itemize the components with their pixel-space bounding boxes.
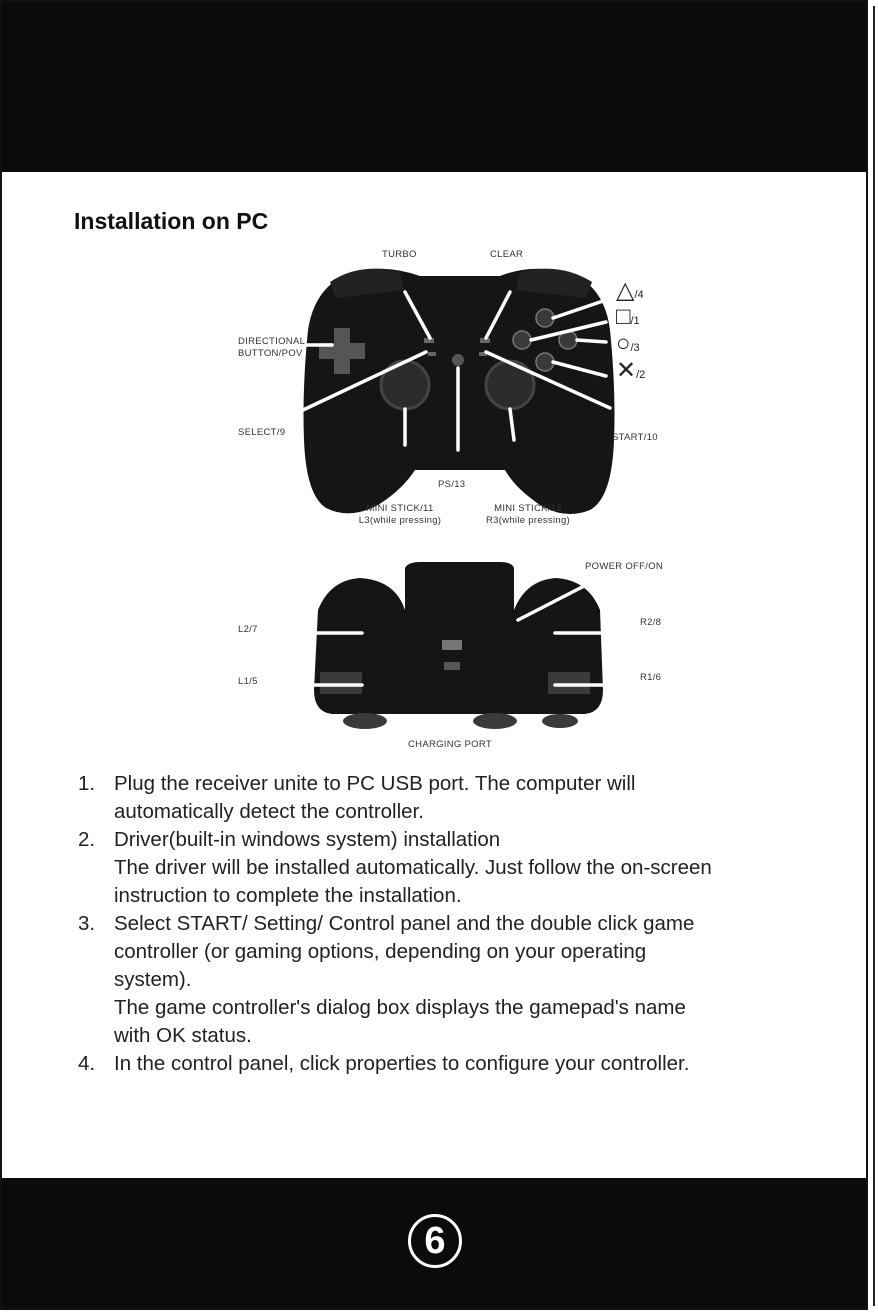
face-button-triangle-label: △/4 <box>616 277 644 304</box>
face-button-cross-label: ✕/2 <box>616 357 646 384</box>
step-text: Select START/ Setting/ Control panel and… <box>114 912 695 935</box>
label-power: POWER OFF/ON <box>585 561 664 572</box>
label-charging-port: CHARGING PORT <box>408 739 492 750</box>
page-edge-line <box>873 6 875 1306</box>
label-mini-stick-left-line1: MINI STICK/11 <box>366 503 434 514</box>
label-directional-line2: BUTTON/POV <box>238 348 303 359</box>
label-mini-stick-right-line2: R3(while pressing) <box>485 515 571 526</box>
front-controller-illustration <box>301 268 615 514</box>
step-text: The driver will be installed automatical… <box>114 856 712 879</box>
triangle-icon: △ <box>616 277 635 304</box>
step-text: automatically detect the controller. <box>114 800 424 823</box>
step-text: with OK status. <box>114 1024 252 1047</box>
page-title: Installation on PC <box>74 208 269 234</box>
step-item: 4. In the control panel, click propertie… <box>78 1050 838 1078</box>
step-number: 2. <box>78 828 96 851</box>
label-r1: R1/6 <box>640 672 662 683</box>
circle-icon: ○ <box>616 330 631 357</box>
step-text: instruction to complete the installation… <box>114 884 462 907</box>
header-band <box>2 2 866 172</box>
step-item: 3. Select START/ Setting/ Control panel … <box>78 910 838 1050</box>
label-select: SELECT/9 <box>238 427 286 438</box>
step-number: 4. <box>78 1052 96 1075</box>
step-text: In the control panel, click properties t… <box>114 1052 690 1075</box>
label-turbo: TURBO <box>382 249 417 260</box>
step-text: Plug the receiver unite to PC USB port. … <box>114 772 636 795</box>
label-start: START/10 <box>612 432 658 443</box>
label-l1: L1/5 <box>238 676 258 687</box>
label-mini-stick-left-line2: L3(while pressing) <box>358 515 442 526</box>
label-mini-stick-right-line1: MINI STICK/12 <box>494 503 562 514</box>
top-controller-illustration <box>298 562 607 729</box>
step-number: 3. <box>78 912 96 935</box>
step-text: The game controller's dialog box display… <box>114 996 686 1019</box>
step-number: 1. <box>78 772 96 795</box>
label-ps: PS/13 <box>438 479 466 490</box>
label-l2: L2/7 <box>238 624 258 635</box>
label-clear: CLEAR <box>490 249 524 260</box>
page-number-badge: 6 <box>408 1214 462 1268</box>
step-text: Driver(built-in windows system) installa… <box>114 828 501 851</box>
step-item: 1. Plug the receiver unite to PC USB por… <box>78 770 838 826</box>
controller-diagram <box>298 268 615 729</box>
cross-icon: ✕ <box>616 357 637 384</box>
face-button-square-label: □/1 <box>616 303 640 330</box>
step-item: 2. Driver(built-in windows system) insta… <box>78 826 838 910</box>
label-r2: R2/8 <box>640 617 662 628</box>
step-text: system). <box>114 968 192 991</box>
face-button-circle-label: ○/3 <box>616 330 640 357</box>
installation-steps: 1. Plug the receiver unite to PC USB por… <box>78 770 838 1078</box>
label-directional-line1: DIRECTIONAL <box>238 336 306 347</box>
step-text: controller (or gaming options, depending… <box>114 940 647 963</box>
square-icon: □ <box>616 303 631 330</box>
